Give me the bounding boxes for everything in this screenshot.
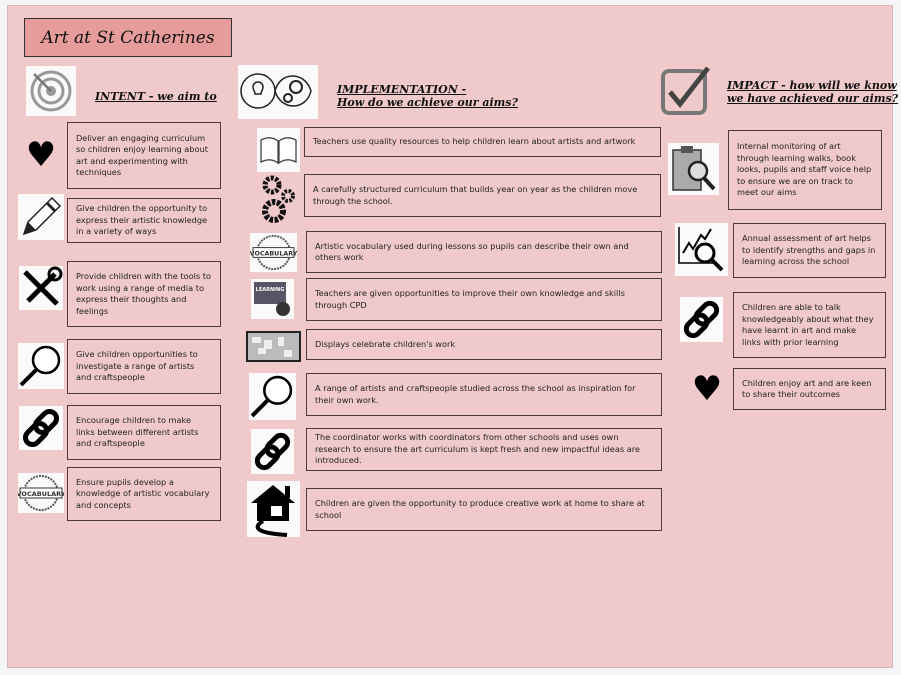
implementation-item-1: Teachers use quality resources to help c…: [304, 127, 661, 157]
implementation-item-3: Artistic vocabulary used during lessons …: [306, 231, 662, 273]
link-icon: [251, 429, 294, 474]
page-title: Art at St Catherines: [24, 18, 232, 57]
heart-icon: ♥: [691, 369, 723, 409]
link-icon: [680, 297, 723, 342]
book-icon: [257, 128, 300, 172]
impact-item-2: Annual assessment of art helps to identi…: [733, 223, 886, 278]
implementation-item-7: The coordinator works with coordinators …: [306, 428, 662, 471]
gears-icon: [260, 173, 298, 226]
impact-item-1: Internal monitoring of art through learn…: [728, 130, 882, 210]
implementation-heading-line2: How do we achieve our aims?: [337, 96, 518, 109]
display-board-icon: [246, 331, 301, 362]
checkbox-tick-icon: [660, 65, 712, 115]
intent-item-3: Provide children with the tools to work …: [67, 261, 221, 327]
implementation-item-4: Teachers are given opportunities to impr…: [306, 278, 662, 321]
intent-item-2: Give children the opportunity to express…: [67, 198, 221, 243]
implementation-item-2: A carefully structured curriculum that b…: [304, 174, 661, 217]
implementation-item-8: Children are given the opportunity to pr…: [306, 488, 662, 531]
poster-background: [7, 5, 893, 668]
svg-text:LEARNING: LEARNING: [256, 287, 285, 293]
link-icon: [19, 406, 63, 450]
implementation-heading: IMPLEMENTATION - How do we achieve our a…: [337, 83, 518, 109]
tools-icon: [19, 266, 63, 310]
intent-item-5: Encourage children to make links between…: [67, 405, 221, 460]
svg-text:VOCABULARY: VOCABULARY: [18, 490, 64, 498]
impact-item-3: Children are able to talk knowledgeably …: [733, 292, 886, 358]
magnifier-icon: [18, 343, 64, 389]
implementation-item-5: Displays celebrate children's work: [306, 329, 662, 360]
implementation-heading-line1: IMPLEMENTATION -: [337, 83, 467, 96]
implementation-item-6: A range of artists and craftspeople stud…: [306, 373, 662, 416]
impact-heading: IMPACT - how will we know we have achiev…: [727, 79, 898, 105]
intent-item-6: Ensure pupils develop a knowledge of art…: [67, 467, 221, 521]
intent-item-4: Give children opportunities to investiga…: [67, 339, 221, 394]
intent-heading: INTENT - we aim to: [95, 90, 217, 103]
target-icon: [26, 66, 76, 116]
clipboard-search-icon: [668, 143, 719, 195]
svg-text:VOCABULARY: VOCABULARY: [250, 250, 297, 257]
vocabulary-stamp-icon: VOCABULARY: [250, 233, 297, 272]
intent-item-1: Deliver an engaging curriculum so childr…: [67, 122, 221, 189]
heart-icon: ♥: [25, 135, 57, 175]
impact-item-4: Children enjoy art and are keen to share…: [733, 368, 886, 410]
magnifier-icon: [249, 373, 296, 420]
learning-board-icon: LEARNING: [251, 279, 294, 319]
impact-heading-line2: we have achieved our aims?: [727, 92, 899, 105]
pencil-icon: [18, 194, 64, 240]
chart-search-icon: [675, 223, 728, 276]
vocabulary-stamp-icon: VOCABULARY: [18, 473, 64, 513]
impact-heading-line1: IMPACT - how will we know: [727, 79, 897, 92]
house-icon: [247, 481, 300, 537]
idea-gears-icon: [238, 65, 318, 119]
